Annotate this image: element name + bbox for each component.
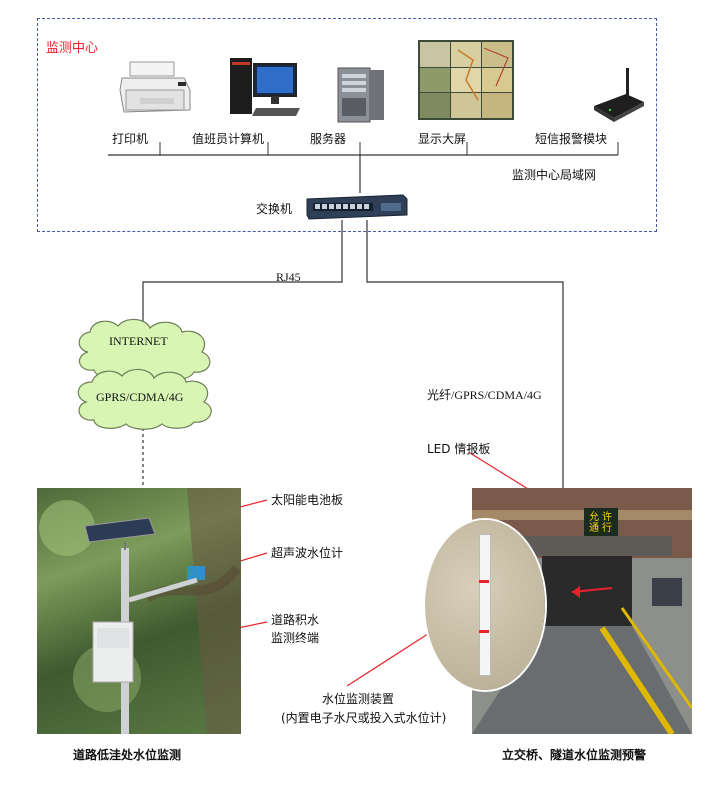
solar-panel-label: 太阳能电池板 (271, 493, 344, 507)
fiber-link-label: 光纤/GPRS/CDMA/4G (427, 388, 542, 402)
sms-module-label: 短信报警模块 (535, 132, 608, 146)
cloud-icon (77, 318, 212, 430)
water-gauge-pole (479, 534, 491, 676)
led-board-text: 允许通行 (589, 512, 615, 534)
monitoring-terminal-label: 监测终端 (271, 631, 320, 645)
rj45-label: RJ45 (276, 270, 301, 284)
ultrasonic-level-meter-label: 超声波水位计 (271, 546, 344, 560)
switch-label: 交换机 (256, 202, 293, 216)
monitoring-center-frame (37, 18, 657, 232)
rj45-line (142, 220, 343, 322)
water-level-device-label: 水位监测装置 (322, 692, 395, 706)
fiber-line (366, 220, 564, 488)
water-level-device-note: (内置电子水尺或投入式水位计) (281, 711, 447, 725)
lan-label: 监测中心局域网 (512, 168, 597, 182)
monitoring-center-title: 监测中心 (46, 41, 99, 56)
desktop-computer-icon (230, 58, 300, 116)
water-gauge-inset (425, 520, 545, 690)
printer-icon (119, 61, 191, 113)
wireless-modem-icon (594, 68, 644, 122)
duty-computer-label: 值班员计算机 (192, 132, 265, 146)
led-board-label: LED 情报板 (427, 442, 491, 456)
video-wall-icon (418, 40, 514, 120)
server-tower-icon (337, 67, 384, 123)
road-water-label: 道路积水 (271, 613, 320, 627)
cloud-internet-label: INTERNET (109, 334, 168, 348)
server-label: 服务器 (310, 132, 347, 146)
right-site-caption: 立交桥、隧道水位监测预警 (502, 748, 647, 762)
left-site-caption: 道路低洼处水位监测 (73, 748, 182, 762)
cloud-network-label: GPRS/CDMA/4G (96, 390, 184, 404)
display-wall-label: 显示大屏 (418, 132, 467, 146)
network-switch-icon (306, 194, 408, 220)
printer-label: 打印机 (112, 132, 149, 146)
roadside-monitoring-photo (37, 488, 241, 734)
